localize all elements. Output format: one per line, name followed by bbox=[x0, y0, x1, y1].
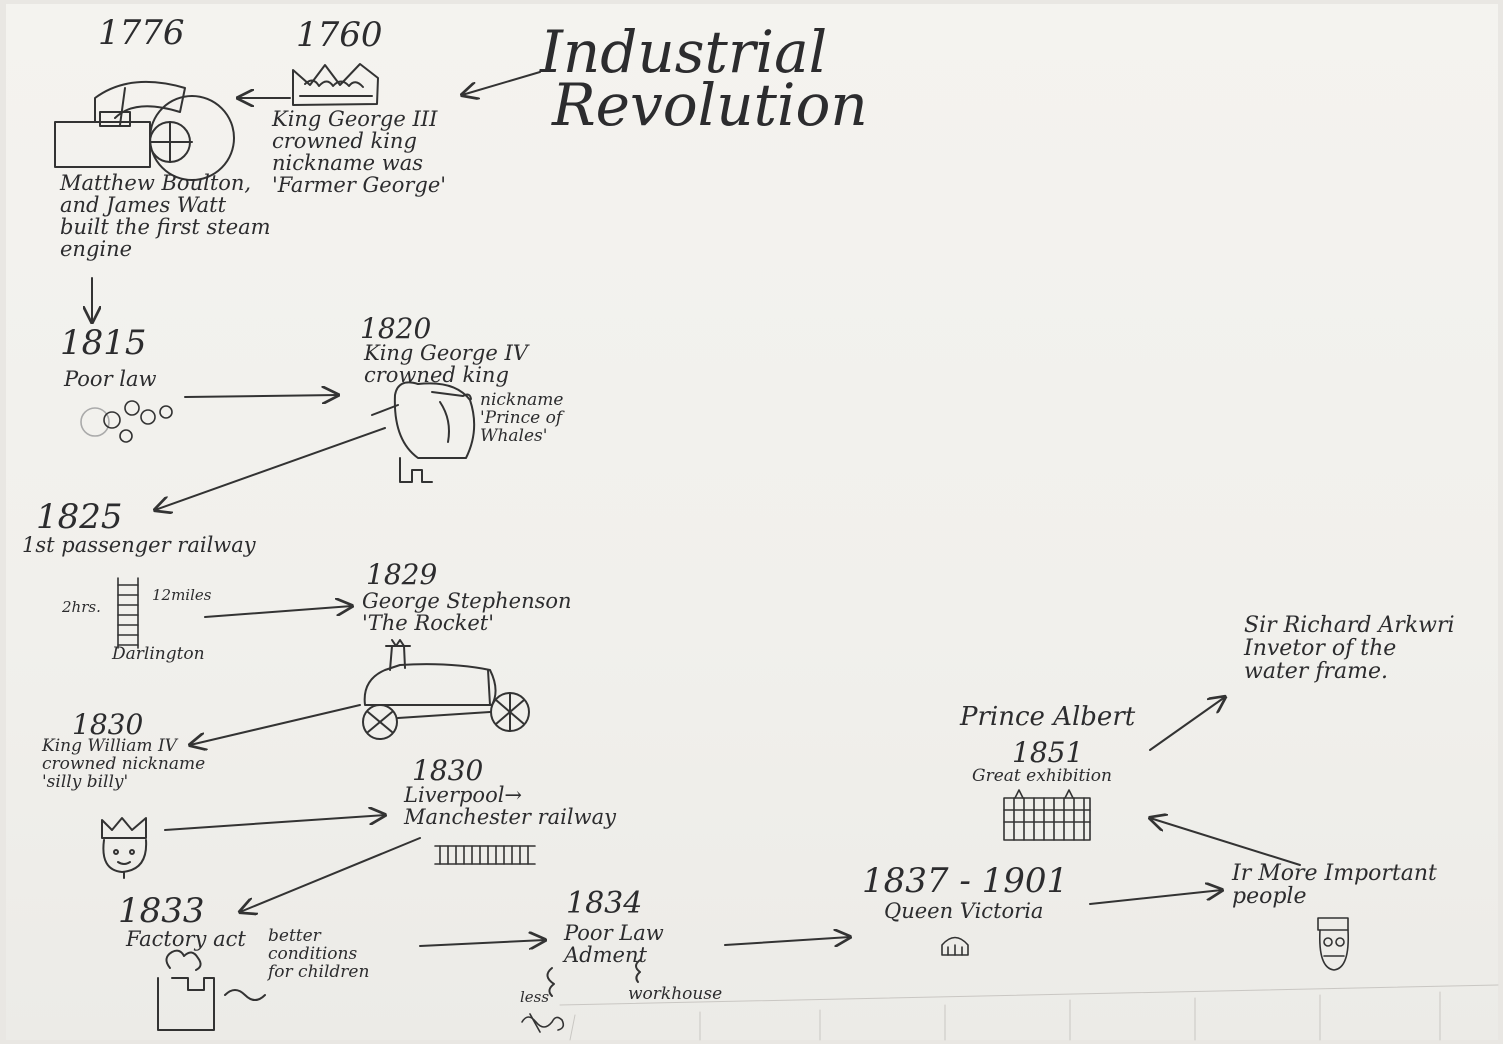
event-distance-note: 12miles bbox=[152, 586, 212, 604]
event-year: 1815 bbox=[60, 323, 147, 363]
notebook-page bbox=[6, 4, 1498, 1040]
event-year: 1833 bbox=[118, 891, 205, 931]
arrow-1820-to-1825 bbox=[155, 427, 386, 510]
title-line-2: Revolution bbox=[552, 71, 868, 139]
event-text: King William IV crowned nickname 'silly … bbox=[42, 736, 206, 792]
event-year: 1760 bbox=[296, 15, 383, 55]
event-year: 1830 bbox=[72, 708, 144, 741]
rocket-locomotive-icon bbox=[362, 639, 530, 740]
factory-icon bbox=[157, 949, 266, 1031]
arrow-title-to-1760 bbox=[462, 71, 541, 95]
event-note: better conditions for children bbox=[268, 926, 370, 982]
event-year: 1825 bbox=[36, 497, 123, 537]
railway-track-icon bbox=[117, 577, 139, 649]
event-text: 1st passenger railway bbox=[22, 533, 256, 557]
event-text: King George IV crowned king bbox=[364, 341, 528, 388]
event-text: Ir More Important people bbox=[1232, 861, 1437, 910]
event-note: nickname 'Prince of Whales' bbox=[480, 390, 564, 446]
event-place: Darlington bbox=[112, 644, 205, 664]
person-face-icon bbox=[1317, 917, 1350, 971]
arrow-people-to-1851 bbox=[1150, 818, 1301, 866]
event-year: 1837 - 1901 bbox=[862, 861, 1069, 901]
arrow-less bbox=[546, 967, 555, 997]
arrows bbox=[92, 71, 1301, 997]
railway-track-icon-2 bbox=[434, 845, 536, 865]
event-year: 1820 bbox=[360, 312, 432, 345]
event-text: Factory act bbox=[126, 927, 246, 951]
event-year: 1834 bbox=[566, 886, 643, 921]
arrow-1829-to-1830 bbox=[190, 704, 361, 745]
event-year: 1776 bbox=[98, 13, 185, 53]
king-face-icon bbox=[101, 817, 148, 879]
event-subtext: Great exhibition bbox=[972, 766, 1112, 786]
crown-icon bbox=[292, 63, 379, 106]
event-year: 1851 bbox=[1012, 736, 1084, 769]
queen-crown-icon bbox=[941, 936, 969, 956]
event-text: Matthew Boulton, and James Watt built th… bbox=[60, 171, 271, 262]
event-text: Poor Law Adment bbox=[564, 921, 664, 968]
event-text: Liverpool→ Manchester railway bbox=[404, 783, 616, 830]
whale-figure-icon bbox=[371, 381, 476, 483]
food-icon bbox=[521, 1013, 565, 1033]
event-text: Prince Albert bbox=[960, 702, 1136, 732]
crystal-palace-icon bbox=[1003, 789, 1091, 841]
arrow-1833-to-1834 bbox=[419, 940, 545, 946]
event-year: 1829 bbox=[366, 558, 438, 591]
event-time-note: 2hrs. bbox=[62, 598, 101, 616]
arrow-1830-to-1830 bbox=[164, 815, 385, 831]
event-year: 1830 bbox=[412, 754, 484, 787]
event-text: Poor law bbox=[64, 367, 157, 391]
event-text: King George III crowned king nickname wa… bbox=[272, 107, 447, 198]
event-note-right: workhouse bbox=[628, 984, 723, 1004]
arrow-victoria-to-people bbox=[1089, 890, 1222, 905]
steam-engine-icon bbox=[54, 80, 235, 181]
event-text: George Stephenson 'The Rocket' bbox=[362, 589, 572, 636]
event-note-left: less bbox=[520, 988, 550, 1006]
arrow-1834-to-1837 bbox=[724, 937, 850, 945]
coins-icon bbox=[80, 400, 173, 443]
grid-lines bbox=[559, 984, 1499, 1041]
arrow-1825-to-1829 bbox=[204, 606, 352, 618]
arrow-1815-to-1820 bbox=[184, 395, 338, 397]
event-text: Sir Richard Arkwri Invetor of the water … bbox=[1244, 613, 1455, 685]
arrow-albert-to-arkwright bbox=[1149, 697, 1225, 751]
arrow-workhouse bbox=[635, 959, 641, 983]
title-line-1: Industrial bbox=[540, 18, 828, 86]
arrow-1830-to-1833 bbox=[240, 837, 421, 912]
event-text: Queen Victoria bbox=[884, 899, 1044, 923]
